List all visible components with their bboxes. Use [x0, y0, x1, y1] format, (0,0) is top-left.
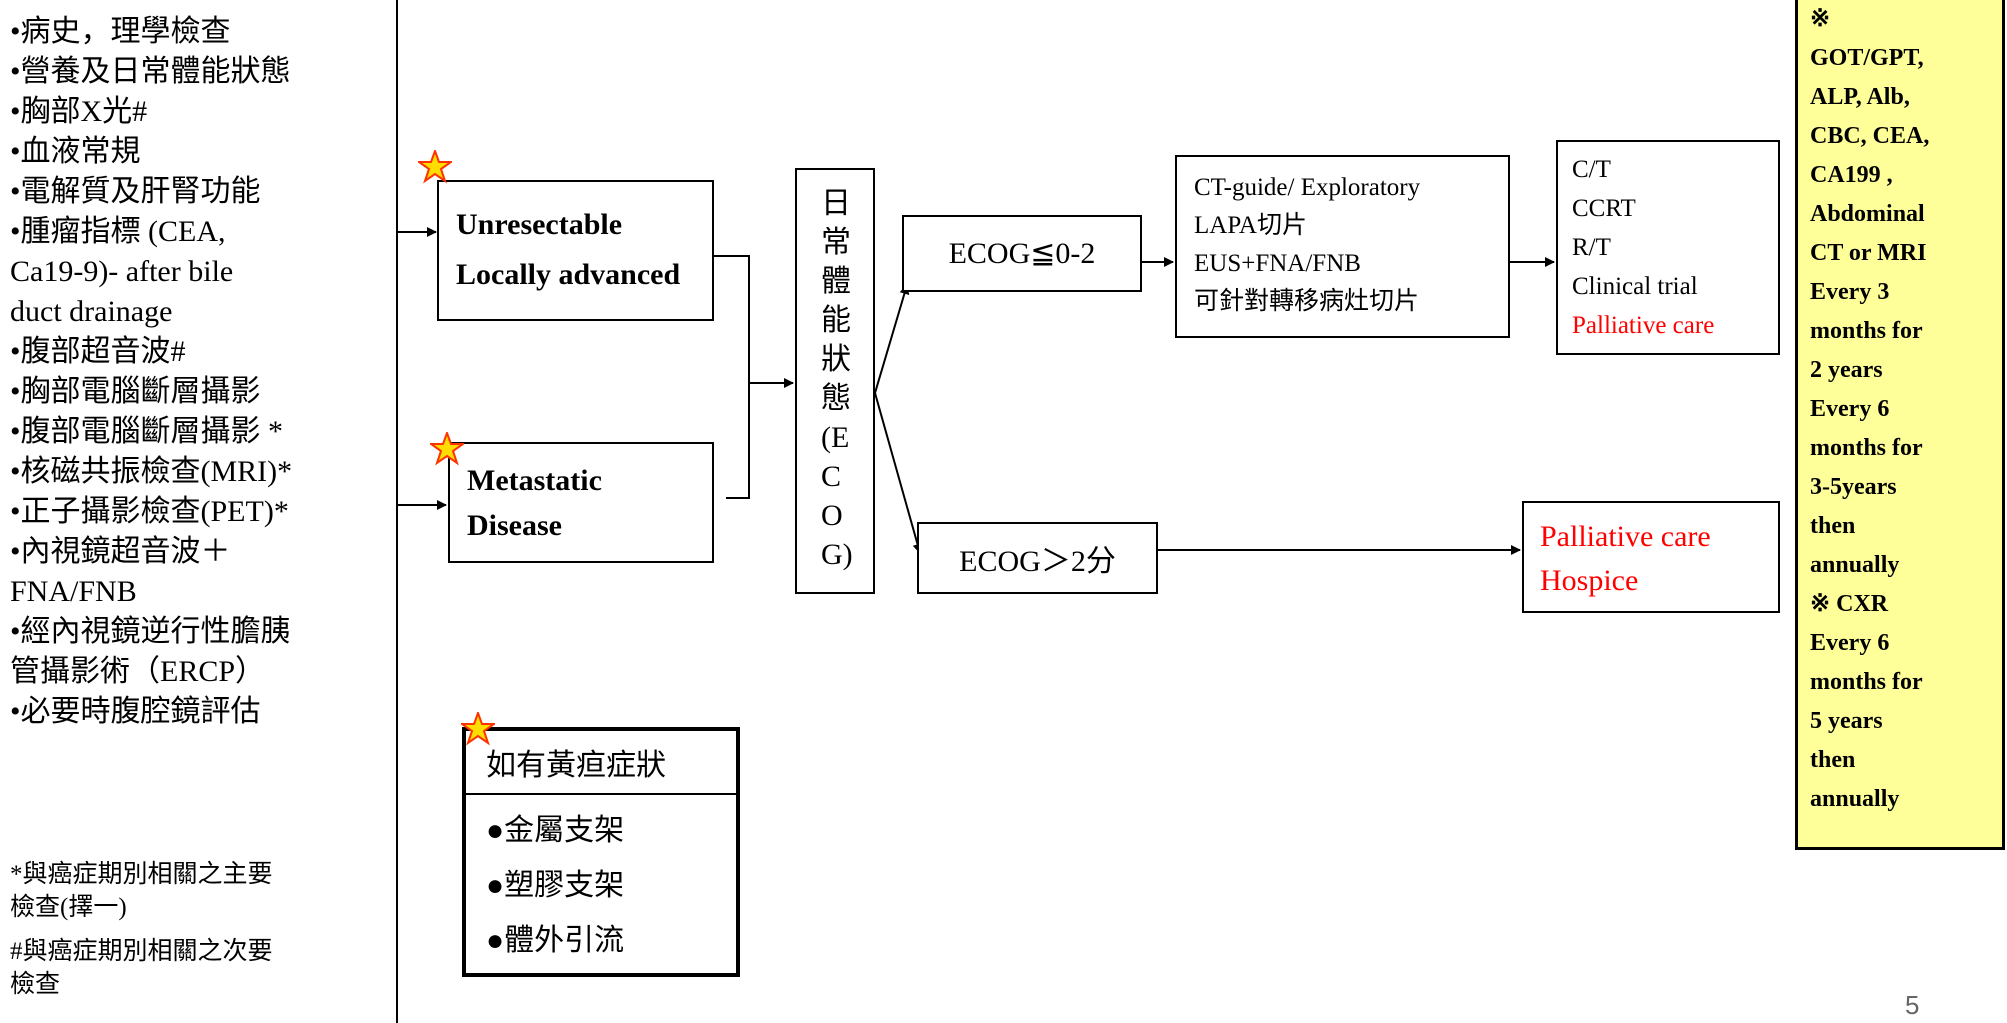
workup-item: duct drainage	[10, 295, 173, 328]
workup-note: 檢查	[10, 971, 61, 998]
followup-line: CA199 ,	[1810, 162, 1893, 188]
treatment-box: C/T CCRT R/T Clinical trial Palliative c…	[1556, 140, 1780, 355]
workup-item: •內視鏡超音波＋	[10, 535, 231, 568]
jaundice-option: ●塑膠支架	[486, 869, 625, 902]
biopsy-item: CT-guide/ Exploratory	[1194, 174, 1421, 201]
biopsy-item: 可針對轉移病灶切片	[1194, 288, 1420, 315]
workup-item: •腹部電腦斷層攝影 *	[10, 415, 284, 448]
workup-item: •病史，理學檢查	[10, 15, 231, 48]
workup-note: 檢查(擇一)	[10, 894, 127, 921]
followup-line: Every 3	[1810, 279, 1890, 305]
unresectable-box: Unresectable Locally advanced	[437, 180, 714, 321]
followup-line: Abdominal	[1810, 201, 1925, 227]
disease-label: Disease	[467, 509, 562, 542]
followup-line: months for	[1810, 669, 1923, 695]
followup-line: ※	[1810, 6, 1831, 32]
workup-note: #與癌症期別相關之次要	[10, 938, 273, 965]
jaundice-title: 如有黃疸症狀	[466, 731, 736, 795]
palliative-care-label: Palliative care	[1540, 520, 1711, 553]
followup-line: 2 years	[1810, 357, 1883, 383]
workup-item: •血液常規	[10, 135, 141, 168]
biopsy-item: LAPA切片	[1194, 212, 1307, 239]
followup-line: GOT/GPT,	[1810, 45, 1924, 71]
followup-line: ALP, Alb,	[1810, 84, 1910, 110]
workup-panel: •病史，理學檢查 •營養及日常體能狀態 •胸部X光# •血液常規 •電解質及肝腎…	[0, 0, 398, 1023]
metastatic-box: Metastatic Disease	[448, 442, 714, 563]
star-icon	[418, 150, 452, 184]
ecog-poor-box: ECOG＞2分	[917, 522, 1158, 594]
followup-line: months for	[1810, 318, 1923, 344]
followup-line: Every 6	[1810, 396, 1890, 422]
page-number: 5	[1905, 990, 1920, 1020]
workup-item: •經內視鏡逆行性膽胰	[10, 615, 291, 648]
treatment-item: R/T	[1572, 234, 1611, 261]
ecog-assessment-box: 日常體能狀態(ECOG)	[795, 168, 875, 594]
workup-item: •核磁共振檢查(MRI)*	[10, 455, 293, 488]
hospice-label: Hospice	[1540, 564, 1639, 597]
followup-line: 3-5years	[1810, 474, 1897, 500]
metastatic-label: Metastatic	[467, 464, 602, 497]
followup-line: Every 6	[1810, 630, 1890, 656]
workup-item: •正子攝影檢查(PET)*	[10, 495, 289, 528]
biopsy-box: CT-guide/ Exploratory LAPA切片 EUS+FNA/FNB…	[1175, 155, 1510, 338]
unresectable-label: Unresectable	[456, 208, 623, 241]
followup-line: annually	[1810, 786, 1900, 812]
jaundice-option: ●金屬支架	[486, 814, 625, 847]
ecog-good-label: ECOG≦0-2	[948, 237, 1096, 270]
followup-line: annually	[1810, 552, 1900, 578]
star-icon	[461, 712, 495, 746]
biopsy-item: EUS+FNA/FNB	[1194, 250, 1361, 277]
followup-line: then	[1810, 513, 1856, 539]
workup-item: Ca19-9)- after bile	[10, 255, 234, 288]
workup-item: •胸部X光#	[10, 95, 148, 128]
followup-line: CBC, CEA,	[1810, 123, 1930, 149]
workup-item: •電解質及肝腎功能	[10, 175, 261, 208]
treatment-item: C/T	[1572, 156, 1611, 183]
workup-item: •腫瘤指標 (CEA,	[10, 215, 226, 248]
ecog-assessment-label: 日常體能狀態(ECOG)	[821, 187, 853, 571]
locally-advanced-label: Locally advanced	[456, 258, 681, 291]
jaundice-box: 如有黃疸症狀 ●金屬支架 ●塑膠支架 ●體外引流	[462, 727, 740, 977]
followup-line: CT or MRI	[1810, 240, 1927, 266]
workup-item: •胸部電腦斷層攝影	[10, 375, 261, 408]
workup-item: •腹部超音波#	[10, 335, 186, 368]
followup-panel: ※ GOT/GPT, ALP, Alb, CBC, CEA, CA199 , A…	[1795, 0, 2005, 850]
workup-item: FNA/FNB	[10, 575, 137, 608]
palliative-hospice-box: Palliative care Hospice	[1522, 501, 1780, 613]
treatment-item: CCRT	[1572, 195, 1636, 222]
followup-line: then	[1810, 747, 1856, 773]
workup-item: 管攝影術（ERCP）	[10, 655, 266, 688]
workup-item: •營養及日常體能狀態	[10, 55, 291, 88]
treatment-item: Clinical trial	[1572, 273, 1698, 300]
ecog-poor-label: ECOG＞2分	[959, 545, 1116, 578]
jaundice-option: ●體外引流	[486, 924, 625, 957]
workup-item: •必要時腹腔鏡評估	[10, 695, 261, 728]
star-icon	[430, 432, 464, 466]
ecog-good-box: ECOG≦0-2	[902, 215, 1142, 292]
workup-note: *與癌症期別相關之主要	[10, 861, 273, 888]
treatment-palliative: Palliative care	[1572, 312, 1715, 339]
followup-line: ※ CXR	[1810, 591, 1889, 617]
followup-line: 5 years	[1810, 708, 1883, 734]
followup-line: months for	[1810, 435, 1923, 461]
